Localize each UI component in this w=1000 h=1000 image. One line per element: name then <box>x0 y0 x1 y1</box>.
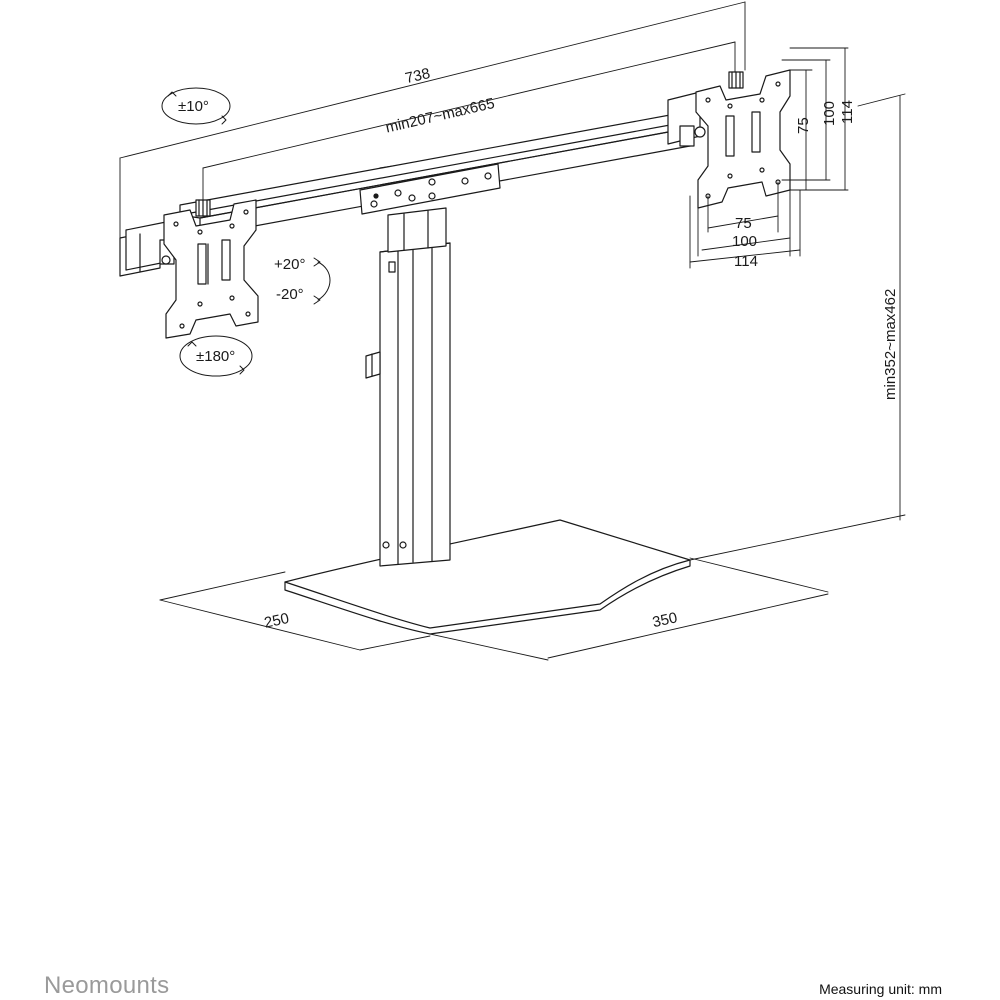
center-bracket <box>359 163 501 215</box>
label-height-range: min352~max462 <box>882 289 899 400</box>
label-vesa-v-75: 75 <box>795 117 812 134</box>
right-monitor-mount <box>667 69 791 209</box>
label-vesa-h-114: 114 <box>734 253 758 270</box>
label-tilt-up: +20° <box>274 256 305 273</box>
dimension-lines <box>119 1 906 661</box>
motion-indicators <box>161 87 331 377</box>
label-base-depth: 250 <box>263 610 291 632</box>
measuring-unit-note: Measuring unit: mm <box>819 981 942 997</box>
label-tilt-down: -20° <box>276 286 304 303</box>
label-vesa-v-100: 100 <box>821 101 838 126</box>
brand-logo-text: Neomounts <box>44 972 170 999</box>
label-base-width: 350 <box>651 609 679 631</box>
label-vesa-h-100: 100 <box>732 233 757 250</box>
left-monitor-mount <box>119 199 259 339</box>
base-plate <box>284 519 691 635</box>
column <box>365 207 451 567</box>
label-vesa-h-75: 75 <box>735 215 752 232</box>
label-rotation-top: ±10° <box>178 98 209 115</box>
label-arm-range: min207~max665 <box>384 95 496 137</box>
label-vesa-v-114: 114 <box>839 100 856 124</box>
label-overall-width: 738 <box>404 65 432 87</box>
label-rotation-bottom: ±180° <box>196 348 235 365</box>
